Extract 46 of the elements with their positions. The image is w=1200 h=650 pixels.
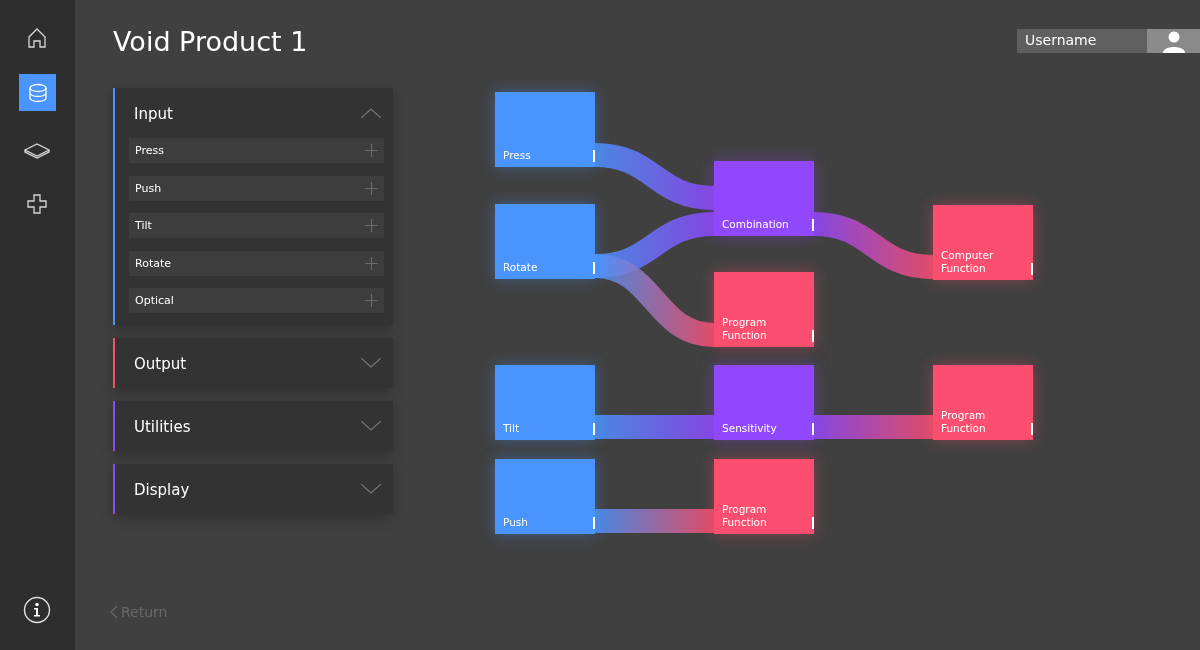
node-label: Sensitivity — [722, 422, 778, 435]
flow-node — [495, 204, 595, 279]
flow-band — [594, 143, 715, 210]
panel-heading: Display — [134, 481, 190, 499]
node-label: Rotate — [503, 261, 539, 274]
panel-heading: Utilities — [134, 418, 191, 436]
list-item — [129, 138, 384, 163]
list-item — [129, 213, 384, 238]
flow-node — [714, 272, 814, 347]
item-label: Push — [135, 182, 162, 195]
item-label: Rotate — [135, 257, 171, 270]
user-name: Username — [1025, 32, 1097, 48]
flow-band — [814, 415, 933, 439]
item-label: Tilt — [135, 219, 152, 232]
flow-node — [495, 365, 595, 440]
user-name-box — [1017, 29, 1147, 53]
panel-heading: Output — [134, 355, 187, 373]
item-label: Press — [135, 144, 164, 157]
node-label: Program Function — [941, 409, 987, 435]
list-item — [129, 288, 384, 313]
node-label: Push — [503, 516, 529, 529]
node-label: Program Function — [722, 503, 768, 529]
list-item — [129, 176, 384, 201]
flow-node — [933, 205, 1033, 280]
flow-band — [595, 415, 714, 439]
list-item — [129, 251, 384, 276]
node-label: Tilt — [503, 422, 521, 435]
accordion-panel — [113, 88, 393, 325]
flow-node — [714, 161, 814, 236]
accordion-panel — [113, 401, 393, 451]
panel-heading: Input — [134, 105, 173, 123]
flow-node — [933, 365, 1033, 440]
page-title: Void Product 1 — [113, 26, 308, 57]
item-label: Optical — [135, 294, 174, 307]
accordion-panel — [113, 338, 393, 388]
flow-node — [495, 459, 595, 534]
node-label: Program Function — [722, 316, 768, 342]
flow-band — [595, 509, 714, 533]
node-label: Press — [503, 149, 532, 162]
flow-node — [495, 92, 595, 167]
accordion-panel — [113, 464, 393, 514]
flow-band — [813, 212, 934, 279]
node-label: Combination — [722, 218, 790, 231]
node-label: Computer Function — [941, 249, 995, 275]
flow-node — [714, 365, 814, 440]
flow-node — [714, 459, 814, 534]
